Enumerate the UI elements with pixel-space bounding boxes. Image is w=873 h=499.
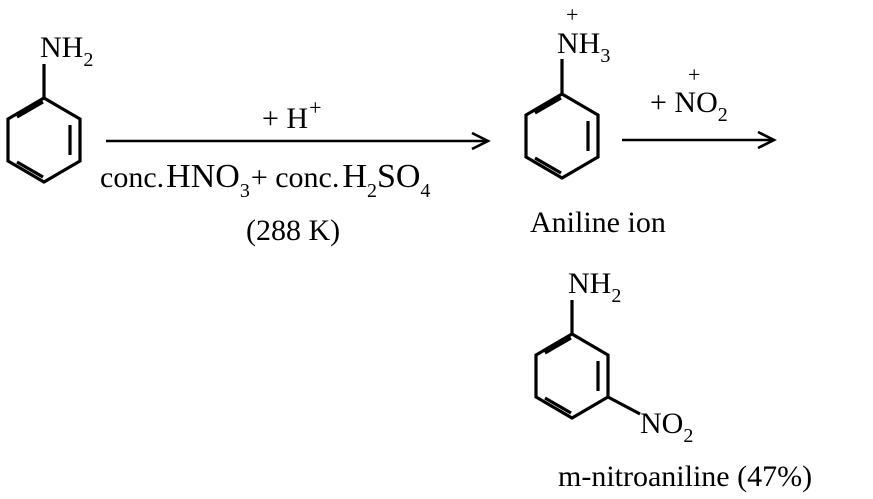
reactant-inner-bond-3: [16, 100, 44, 119]
step1-arrow-head: [471, 131, 491, 151]
step1-above-label: + H+: [262, 95, 322, 135]
intermediate-benzene-ring: [524, 92, 600, 180]
step2-label: + NO2: [650, 86, 728, 126]
intermediate-nh3-label: NH3: [557, 27, 610, 67]
step1-condition: (288 K): [246, 214, 340, 247]
product-no2-label: NO2: [640, 407, 693, 447]
product-nh2-label: NH2: [568, 267, 621, 307]
step1: + H+ conc.HNO3+ conc.H2SO4 (288 K): [100, 95, 491, 247]
intermediate-inner-bond-2: [534, 156, 562, 175]
intermediate-name: Aniline ion: [530, 206, 666, 239]
reactant-inner-bond-2: [16, 160, 44, 179]
step2-arrow-head: [757, 130, 777, 150]
product-benzene-ring: [534, 332, 610, 420]
product-cno2-bond: [607, 395, 641, 416]
reactant-aniline: NH2: [6, 31, 93, 184]
product-m-nitroaniline: NH2 NO2 m-nitroaniline (47%): [534, 267, 812, 493]
intermediate-inner-bond-3: [534, 96, 562, 115]
step2: + + NO2: [622, 62, 777, 150]
product-inner-bond-2: [544, 396, 572, 415]
intermediate-charge: +: [566, 2, 578, 27]
intermediate-anilinium: + NH3 Aniline ion: [524, 2, 666, 239]
reactant-benzene-ring: [6, 96, 82, 184]
step2-charge: +: [688, 62, 700, 87]
product-name: m-nitroaniline (47%): [558, 460, 812, 493]
product-inner-bond-3: [544, 336, 572, 355]
reactant-nh2-label: NH2: [40, 31, 93, 71]
step1-below-label: conc.HNO3+ conc.H2SO4: [100, 158, 430, 202]
